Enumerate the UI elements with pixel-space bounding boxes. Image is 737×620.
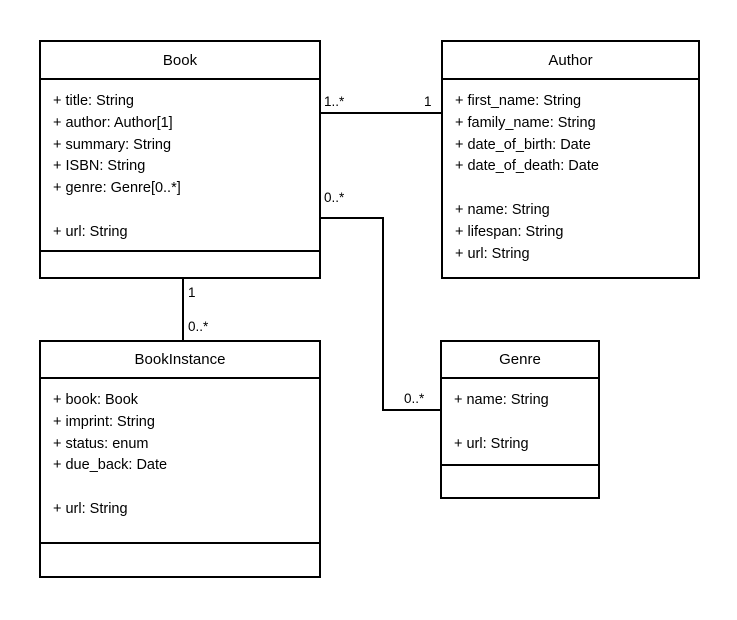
attribute-row: + ISBN: String — [53, 158, 146, 175]
class-name-genre: Genre — [442, 342, 598, 379]
attribute-row: + summary: String — [53, 136, 172, 153]
attribute-row: + title: String — [53, 93, 134, 109]
association-line-book-genre-segment3[interactable] — [382, 409, 442, 411]
attribute-row-spacer — [454, 412, 586, 434]
operations-compartment-bookinstance — [41, 544, 319, 576]
operations-compartment-book — [41, 252, 319, 277]
attribute-row: + genre: Genre[0..*] — [53, 180, 181, 197]
class-name-bookinstance: BookInstance — [41, 342, 319, 379]
attribute-row: + book: Book — [53, 392, 139, 408]
attribute-row: + url: String — [455, 245, 530, 262]
multiplicity-book-genre-target: 0..* — [404, 391, 425, 406]
uml-class-author[interactable]: Author + first_name: String + family_nam… — [441, 40, 700, 279]
class-name-author: Author — [443, 42, 698, 80]
attribute-row-spacer — [53, 477, 307, 499]
attribute-row: + imprint: String — [53, 413, 155, 430]
attribute-row-spacer — [455, 178, 686, 200]
multiplicity-book-author-target: 1 — [424, 94, 432, 109]
attribute-row: + name: String — [455, 201, 550, 218]
multiplicity-book-author-source: 1..* — [324, 94, 345, 109]
attributes-compartment-book: + title: String + author: Author[1] + su… — [41, 80, 319, 252]
attributes-compartment-author: + first_name: String + family_name: Stri… — [443, 80, 698, 277]
attribute-row: + url: String — [53, 223, 128, 240]
attributes-compartment-bookinstance: + book: Book + imprint: String + status:… — [41, 379, 319, 544]
class-name-book: Book — [41, 42, 319, 80]
attribute-row: + date_of_birth: Date — [455, 136, 591, 153]
attribute-row: + family_name: String — [455, 114, 596, 131]
uml-class-bookinstance[interactable]: BookInstance + book: Book + imprint: Str… — [39, 340, 321, 578]
attribute-row-spacer — [53, 200, 307, 222]
association-line-book-genre-segment1[interactable] — [321, 217, 384, 219]
operations-compartment-genre — [442, 466, 598, 499]
attribute-row: + due_back: Date — [53, 457, 168, 474]
association-line-book-genre-segment2[interactable] — [382, 217, 384, 411]
uml-class-book[interactable]: Book + title: String + author: Author[1]… — [39, 40, 321, 279]
attribute-row: + first_name: String — [455, 93, 582, 109]
attribute-row: + name: String — [454, 392, 549, 408]
attribute-row: + author: Author[1] — [53, 114, 173, 131]
association-line-book-author[interactable] — [321, 112, 441, 114]
association-line-book-bookinstance[interactable] — [182, 279, 184, 341]
attribute-row: + lifespan: String — [455, 223, 564, 240]
attribute-row: + date_of_death: Date — [455, 158, 599, 175]
multiplicity-book-genre-source: 0..* — [324, 190, 345, 205]
attribute-row: + status: enum — [53, 435, 149, 452]
multiplicity-book-bookinstance-source: 1 — [188, 285, 196, 300]
attributes-compartment-genre: + name: String + url: String — [442, 379, 598, 466]
attribute-row: + url: String — [454, 435, 529, 452]
uml-class-genre[interactable]: Genre + name: String + url: String — [440, 340, 600, 499]
attribute-row: + url: String — [53, 500, 128, 517]
multiplicity-book-bookinstance-target: 0..* — [188, 319, 209, 334]
